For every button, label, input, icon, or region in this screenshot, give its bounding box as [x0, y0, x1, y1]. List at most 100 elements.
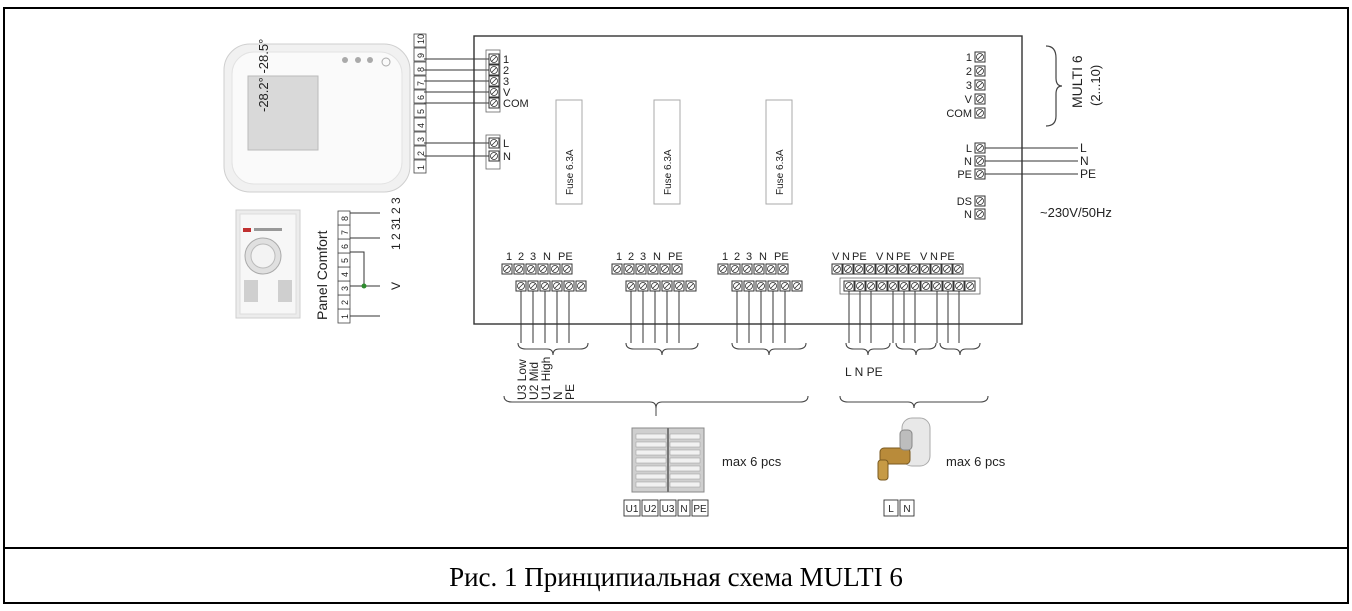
left-terminal-label: L — [503, 138, 509, 150]
heater-fin — [635, 433, 667, 440]
connector-cell — [691, 499, 709, 517]
thermostat-terminal — [413, 89, 427, 104]
multi-brace — [1045, 45, 1063, 127]
connector-cell — [659, 499, 677, 517]
screw-head — [955, 282, 963, 290]
screw-head — [922, 282, 930, 290]
screw-slot — [542, 283, 548, 289]
screw-slot — [923, 283, 929, 289]
screw-head — [966, 282, 974, 290]
fan-terminal-header: 3 — [640, 251, 646, 263]
screw-slot — [834, 266, 840, 272]
panel-v-junction — [361, 283, 367, 289]
heater-fin — [635, 449, 667, 456]
heater-fin — [669, 449, 701, 456]
screw-head — [910, 265, 918, 273]
screw-slot — [977, 54, 983, 60]
screw-slot — [977, 145, 983, 151]
panel-v-wire — [350, 251, 380, 287]
multi-label: MULTI 6 — [1069, 55, 1085, 108]
connector-cell — [883, 499, 899, 517]
screw-slot — [867, 266, 873, 272]
panel-comfort-device — [235, 209, 301, 319]
screw-head — [515, 265, 523, 273]
screw-slot — [528, 266, 534, 272]
fan-terminal-header: 2 — [518, 251, 524, 263]
valve-max-label: max 6 pcs — [946, 454, 1006, 469]
connector-cell-label: U2 — [644, 504, 657, 515]
thermostat-terminal — [413, 61, 427, 76]
valve-terminal-frame — [839, 277, 981, 295]
screw-head — [943, 265, 951, 273]
right-terminal-label: PE — [957, 169, 972, 181]
screw-slot — [504, 266, 510, 272]
screw-slot — [944, 266, 950, 272]
heater-fin — [669, 473, 701, 480]
screw-head — [921, 265, 929, 273]
screw-slot — [732, 266, 738, 272]
left-terminal-frame — [485, 49, 501, 113]
screw-head — [900, 282, 908, 290]
screw-slot — [977, 96, 983, 102]
screw-slot — [540, 266, 546, 272]
fan-terminal-header: 3 — [530, 251, 536, 263]
screw-slot — [977, 82, 983, 88]
heater-fin — [635, 465, 667, 472]
figure-caption: Рис. 1 Принципиальная схема MULTI 6 — [449, 562, 903, 592]
screw-slot — [956, 283, 962, 289]
right-terminal-label: 3 — [966, 80, 972, 92]
screw-slot — [676, 283, 682, 289]
screw-head — [976, 109, 984, 117]
panel-side-label-mid: 1 2 3 — [389, 223, 403, 250]
screw-slot — [720, 266, 726, 272]
thermostat-terminal-number: 10 — [416, 34, 426, 44]
screw-slot — [955, 266, 961, 272]
thermostat-terminal — [413, 103, 427, 118]
outer-border — [3, 7, 1349, 604]
fan-terminal-header: PE — [668, 251, 683, 263]
thermostat-terminal — [413, 75, 427, 90]
screw-head — [651, 282, 659, 290]
screw-slot — [638, 266, 644, 272]
thermostat-terminal-number: 2 — [416, 151, 426, 156]
screw-head — [767, 265, 775, 273]
connector-cell-label: U3 — [662, 504, 675, 515]
screw-head — [563, 265, 571, 273]
screw-slot — [744, 266, 750, 272]
fan-terminal-header: 3 — [746, 251, 752, 263]
valve-terminal-header: V — [876, 251, 884, 263]
fan-terminal-header: 1 — [616, 251, 622, 263]
thermostat-terminal — [413, 33, 427, 48]
fuse — [765, 99, 793, 205]
thermostat-terminal-number: 9 — [416, 53, 426, 58]
left-terminal-label: V — [503, 87, 511, 99]
heater-max-label: max 6 pcs — [722, 454, 782, 469]
thermostat-terminal — [413, 145, 427, 160]
valve-terminal-header: N — [842, 251, 850, 263]
panel-terminal-number: 2 — [340, 300, 350, 305]
supply-label: ~230V/50Hz — [1040, 205, 1112, 220]
screw-slot — [564, 266, 570, 272]
fuse — [653, 99, 681, 205]
screw-head — [490, 55, 498, 63]
fan-wire-label: PE — [563, 384, 577, 400]
screw-head — [673, 265, 681, 273]
screw-slot — [782, 283, 788, 289]
output-braces — [503, 342, 989, 416]
screw-head — [539, 265, 547, 273]
screw-head — [866, 265, 874, 273]
panel-terminal-number: 3 — [340, 286, 350, 291]
fan-group-brace — [517, 342, 589, 356]
screw-head — [877, 265, 885, 273]
screw-head — [551, 265, 559, 273]
heater-fin — [669, 465, 701, 472]
screw-head — [733, 282, 741, 290]
thermostat-terminal-number: 7 — [416, 81, 426, 86]
thermostat-terminal — [413, 47, 427, 62]
fan-terminal-header: N — [543, 251, 551, 263]
heater-fin — [635, 457, 667, 464]
screw-slot — [901, 283, 907, 289]
